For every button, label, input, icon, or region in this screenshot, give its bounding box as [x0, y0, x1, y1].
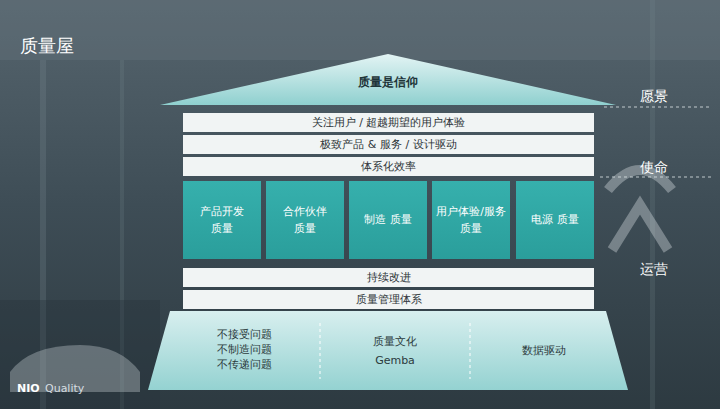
band-text: 极致产品 & 服务 / 设计驱动	[320, 137, 456, 152]
base-text: 质量文化	[373, 334, 417, 349]
band-text: 持续改进	[367, 270, 411, 285]
pillar-text: 制造 质量	[364, 211, 412, 228]
base-trapezoid: 不接受问题 不制造问题 不传递问题 质量文化 Gemba 数据驱动	[148, 311, 628, 390]
base-text: 数据驱动	[522, 343, 566, 358]
page-title: 质量屋	[20, 34, 74, 58]
pillar-box: 产品开发 质量	[183, 181, 261, 259]
band-box: 体系化效率	[183, 157, 594, 176]
base-column: 不接受问题 不制造问题 不传递问题	[172, 311, 316, 390]
base-column: 质量文化 Gemba	[324, 311, 466, 390]
section-label: 愿景	[640, 88, 668, 106]
band-text: 关注用户 / 超越期望的用户体验	[312, 115, 466, 130]
base-text: 不接受问题 不制造问题 不传递问题	[217, 328, 272, 373]
section-label: 运营	[640, 261, 668, 279]
band-text: 体系化效率	[361, 159, 416, 174]
band-text: 质量管理体系	[356, 292, 422, 307]
base-column: 数据驱动	[474, 311, 614, 390]
band-box: 关注用户 / 超越期望的用户体验	[183, 113, 594, 132]
logo-text: NIO	[17, 382, 40, 395]
pillar-text: 电源 质量	[531, 211, 579, 228]
band-box: 极致产品 & 服务 / 设计驱动	[183, 135, 594, 154]
pillar-text: 产品开发 质量	[198, 203, 246, 237]
roof-triangle: 质量是信仰	[160, 54, 616, 105]
pillar-box: 制造 质量	[349, 181, 427, 259]
roof-text: 质量是信仰	[358, 74, 418, 91]
pillar-text: 合作伙伴 质量	[281, 203, 329, 237]
pillar-box: 合作伙伴 质量	[266, 181, 344, 259]
band-box: 质量管理体系	[183, 290, 594, 309]
logo-text: Quality	[45, 382, 84, 395]
pillar-box: 用户体验/服务 质量	[432, 181, 510, 259]
pillar-text: 用户体验/服务 质量	[433, 203, 509, 237]
base-text: Gemba	[375, 354, 415, 367]
band-box: 持续改进	[183, 268, 594, 287]
pillar-box: 电源 质量	[516, 181, 594, 259]
section-label: 使命	[640, 159, 668, 177]
